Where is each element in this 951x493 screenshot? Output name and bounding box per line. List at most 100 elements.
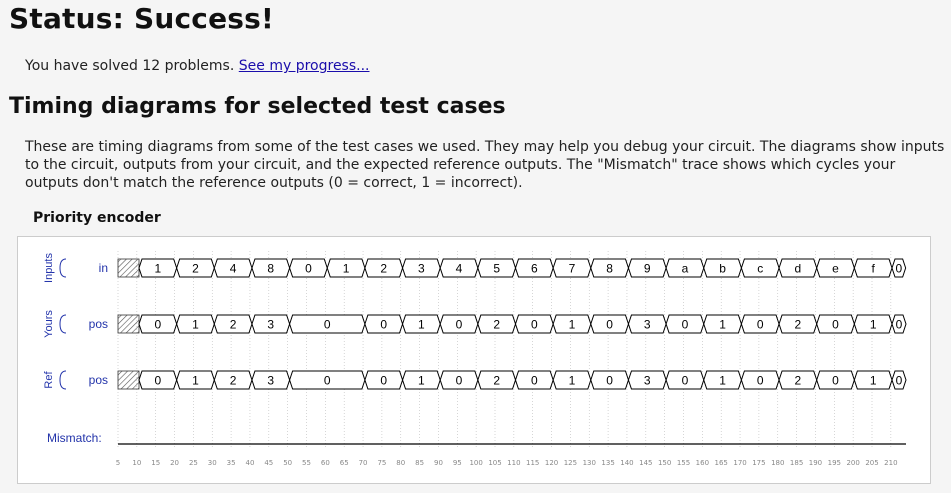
in-value: 5 [493,262,500,276]
status-title: Status: Success! [9,2,274,35]
time-tick-label: 30 [208,459,217,467]
time-tick-label: 100 [469,459,482,467]
in-value: 0 [305,262,312,276]
ref-pos-value: 1 [870,374,877,388]
yours-pos-value: 0 [682,318,689,332]
ref-pos-value: 0 [682,374,689,388]
yours-pos-value: 0 [832,318,839,332]
time-tick-label: 200 [846,459,859,467]
yours-pos-value: 0 [896,318,903,332]
time-tick-label: 10 [132,459,141,467]
time-tick-label: 65 [340,459,349,467]
time-tick-label: 15 [151,459,160,467]
time-tick-label: 175 [752,459,765,467]
time-tick-label: 125 [564,459,577,467]
in-value: d [795,262,802,276]
yours-pos-value: 0 [456,318,463,332]
time-tick-label: 130 [583,459,596,467]
time-tick-label: 205 [865,459,878,467]
undefined-region [117,314,140,334]
ref-pos-value: 0 [896,374,903,388]
time-tick-label: 25 [189,459,198,467]
signal-label: pos [89,373,108,387]
ref-pos-value: 0 [832,374,839,388]
yours-pos-value: 0 [531,318,538,332]
yours-pos-value: 1 [569,318,576,332]
time-tick-label: 85 [415,459,424,467]
time-tick-label: 165 [715,459,728,467]
yours-pos-bus-segment [891,314,907,334]
time-tick-label: 150 [658,459,671,467]
time-tick-label: 140 [620,459,633,467]
in-value: b [719,262,726,276]
time-tick-label: 135 [601,459,614,467]
yours-pos-value: 0 [606,318,613,332]
time-tick-label: 170 [733,459,746,467]
in-value: c [757,262,763,276]
in-value: 7 [569,262,576,276]
in-bus-segment [891,258,907,278]
time-tick-label: 20 [170,459,179,467]
time-tick-label: 5 [116,459,120,467]
yours-pos-value: 1 [870,318,877,332]
ref-pos-value: 0 [324,374,331,388]
yours-pos-value: 0 [380,318,387,332]
time-tick-label: 120 [545,459,558,467]
ref-pos-value: 0 [757,374,764,388]
yours-pos-value: 2 [493,318,500,332]
in-value: 3 [418,262,425,276]
time-tick-label: 80 [396,459,405,467]
group-bracket [59,314,67,334]
ref-pos-bus-segment [891,370,907,390]
group-label-yours: Yours [43,310,55,338]
ref-pos-value: 2 [230,374,237,388]
in-value: 4 [230,262,237,276]
time-tick-label: 195 [828,459,841,467]
progress-link[interactable]: See my progress... [238,58,370,74]
time-tick-label: 185 [790,459,803,467]
undefined-region [117,370,140,390]
time-tick-label: 55 [302,459,311,467]
in-value: 8 [606,262,613,276]
in-value: 9 [644,262,651,276]
yours-pos-value: 0 [324,318,331,332]
time-tick-label: 145 [639,459,652,467]
undefined-region [117,258,140,278]
intro-paragraph: These are timing diagrams from some of t… [25,139,945,191]
yours-pos-value: 1 [719,318,726,332]
time-tick-label: 70 [359,459,368,467]
time-tick-label: 210 [884,459,897,467]
time-tick-label: 160 [696,459,709,467]
mismatch-label: Mismatch: [47,431,102,445]
solved-text: You have solved 12 problems. [25,58,235,74]
section-title: Timing diagrams for selected test cases [9,94,506,119]
in-value: 1 [154,262,161,276]
in-value: 4 [456,262,463,276]
in-value: 8 [267,262,274,276]
ref-pos-value: 1 [569,374,576,388]
ref-pos-value: 3 [644,374,651,388]
ref-pos-value: 3 [267,374,274,388]
time-tick-label: 40 [245,459,254,467]
solved-summary: You have solved 12 problems. See my prog… [25,58,370,74]
in-value: e [832,262,839,276]
in-value: 1 [343,262,350,276]
time-tick-label: 110 [507,459,520,467]
yours-pos-value: 2 [795,318,802,332]
yours-pos-value: 3 [267,318,274,332]
yours-pos-value: 0 [154,318,161,332]
ref-pos-value: 0 [531,374,538,388]
yours-pos-value: 1 [418,318,425,332]
ref-pos-value: 0 [380,374,387,388]
time-tick-label: 115 [526,459,539,467]
ref-pos-value: 2 [493,374,500,388]
in-value: 6 [531,262,538,276]
time-tick-label: 180 [771,459,784,467]
in-value: 0 [895,262,902,276]
ref-pos-value: 0 [456,374,463,388]
time-tick-label: 190 [809,459,822,467]
yours-pos-value: 3 [644,318,651,332]
time-tick-label: 155 [677,459,690,467]
in-value: a [682,262,689,276]
